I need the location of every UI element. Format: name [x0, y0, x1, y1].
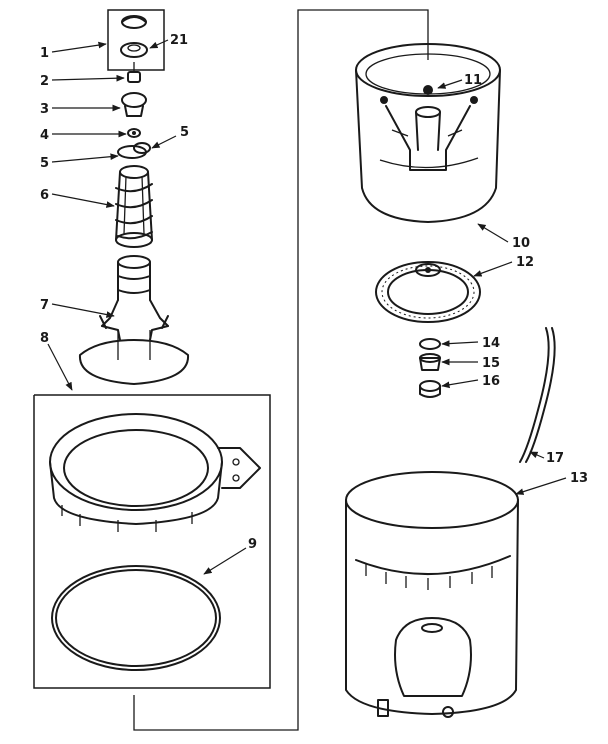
callout-21: 21: [170, 33, 188, 48]
callout-15: 15: [482, 356, 500, 371]
hose-part-17: [519, 327, 556, 463]
tub-gasket-part-9: [51, 565, 221, 671]
ring-part-5: [117, 142, 151, 159]
agitator-base-part-7: [78, 255, 190, 385]
callout-4: 4: [40, 128, 49, 143]
callout-5-right: 5: [180, 125, 189, 140]
assembly-connector-lines: [133, 9, 429, 731]
callout-9: 9: [248, 537, 257, 552]
callout-11: 11: [464, 73, 482, 88]
callout-leaders: [47, 39, 567, 575]
callout-8: 8: [40, 331, 49, 346]
washer-part-4: [127, 128, 141, 138]
agitator-auger-part-6: [115, 165, 153, 248]
callout-6: 6: [40, 188, 49, 203]
callout-13: 13: [570, 471, 588, 486]
agitator-cap: [121, 15, 147, 29]
callout-labels: 1 21 2 3 4 5 5 6 7 8 9 11 10 12 14 15 16…: [40, 33, 588, 552]
tub-ring: [49, 413, 261, 532]
callout-2: 2: [40, 74, 49, 89]
wash-basket-part-10: [355, 43, 501, 223]
dogear-part-3: [121, 92, 147, 117]
agitator-bolt-part-2: [127, 62, 141, 83]
callout-7: 7: [40, 298, 49, 313]
callout-10: 10: [512, 236, 530, 251]
callout-5-left: 5: [40, 156, 49, 171]
tub-ring-group-box-part-8: [33, 394, 271, 689]
callout-14: 14: [482, 336, 500, 351]
cap-seal-part-21: [120, 42, 148, 58]
spanner-nut-part-16: [419, 380, 441, 398]
callout-1: 1: [40, 46, 49, 61]
cap-group-box: [107, 9, 165, 71]
hub-ring-part-14: [419, 338, 441, 350]
callout-3: 3: [40, 102, 49, 117]
callout-17: 17: [546, 451, 564, 466]
outer-tub-part-13: [345, 471, 519, 718]
callout-16: 16: [482, 374, 500, 389]
basket-drive-plate-part-12: [375, 261, 481, 323]
callout-12: 12: [516, 255, 534, 270]
hub-nut-part-15: [419, 353, 441, 371]
